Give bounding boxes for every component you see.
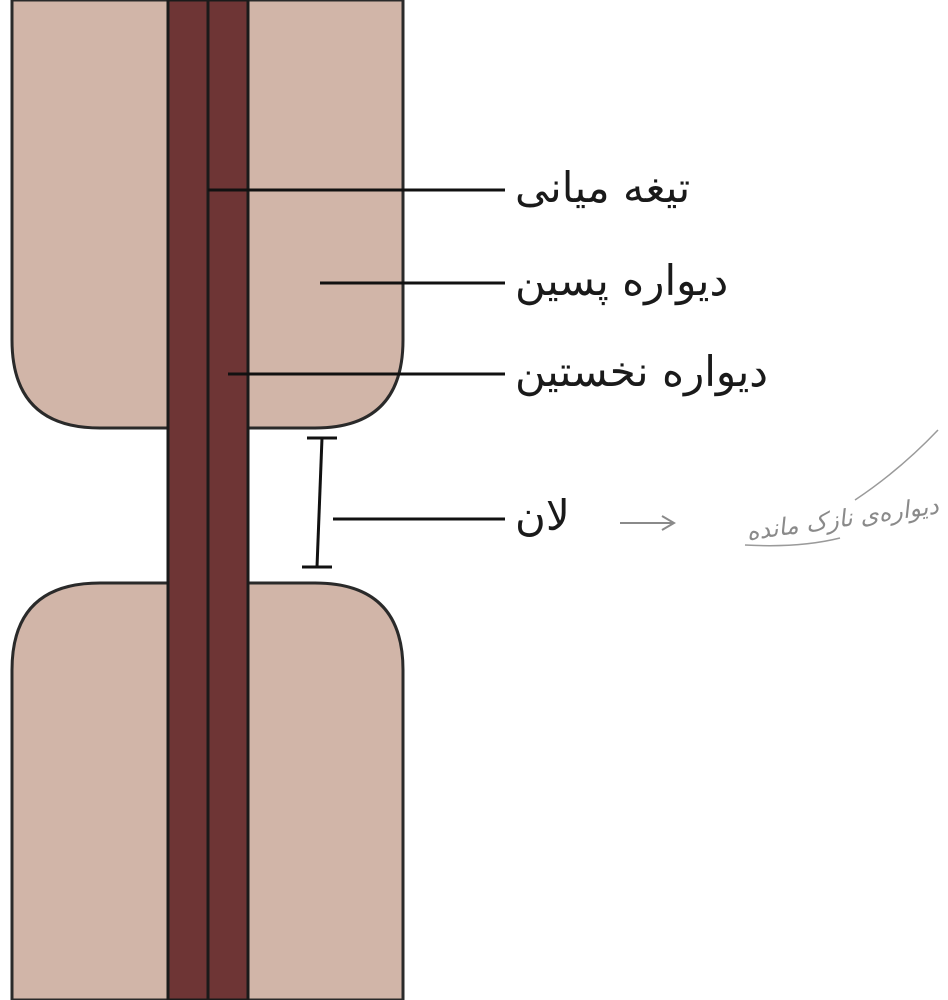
- pit-label: لان: [515, 491, 570, 540]
- annotation-underline-stroke: [744, 537, 841, 547]
- annotation-arrow-icon: [620, 515, 676, 531]
- secondary-wall-label: دیواره پسین: [515, 256, 728, 306]
- primary-wall-label: دیواره نخستین: [515, 347, 768, 396]
- middle-lamella-label: تیغه میانی: [515, 163, 690, 212]
- primary-wall-left: [166, 0, 210, 1000]
- pit-gap-marker: [302, 436, 337, 569]
- annotation-handwritten-stroke: [854, 429, 939, 501]
- primary-wall-right: [206, 0, 250, 1000]
- handwritten-annotation: دیواره‌ی نازک مانده: [745, 491, 941, 546]
